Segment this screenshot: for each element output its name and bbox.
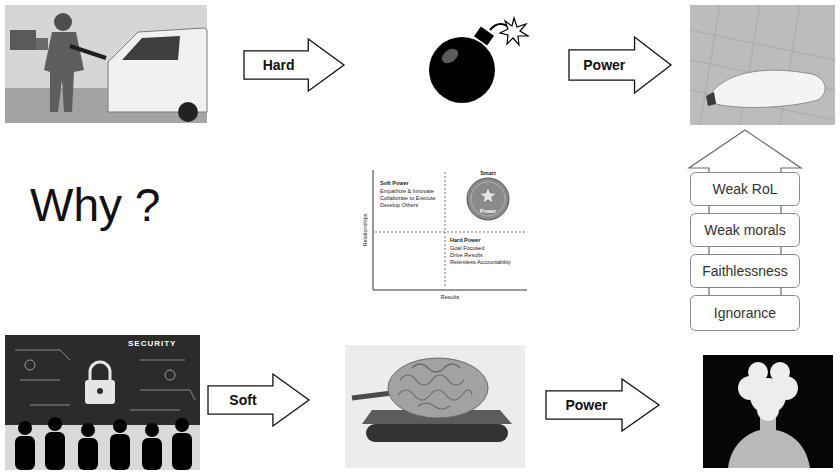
circuit-lines bbox=[15, 350, 195, 410]
bomb-spark bbox=[500, 18, 528, 45]
rounded-box bbox=[691, 255, 800, 288]
cyber-security-image bbox=[5, 335, 200, 470]
checkpoint-photo bbox=[5, 5, 207, 123]
padlock-hole bbox=[97, 388, 103, 394]
exploding-head-image bbox=[703, 355, 833, 468]
car-window bbox=[122, 36, 180, 60]
node-text: Weak morals bbox=[704, 222, 785, 238]
soldier-helmet bbox=[54, 13, 72, 31]
circuit-icon bbox=[25, 360, 35, 370]
node-outline bbox=[462, 170, 514, 228]
node-text: Power bbox=[462, 208, 514, 215]
image-caption-text: SECURITY bbox=[128, 339, 176, 349]
bomb-shine bbox=[439, 46, 461, 66]
pavement-lines bbox=[690, 5, 835, 125]
y-axis bbox=[373, 170, 374, 290]
quadrant-chart bbox=[373, 170, 527, 290]
axis-label: Results bbox=[441, 294, 459, 301]
node-body: Hard bbox=[243, 38, 314, 92]
truck-cab bbox=[36, 38, 48, 50]
shoulders bbox=[728, 418, 810, 468]
victim-photo bbox=[690, 5, 835, 125]
node-text: Hard bbox=[263, 57, 295, 73]
pavement bbox=[690, 5, 835, 125]
padlock-body bbox=[85, 380, 115, 404]
axis-label: Relationships bbox=[362, 213, 369, 246]
car-wheel bbox=[178, 102, 198, 122]
soldier-body bbox=[44, 32, 84, 112]
node-outline bbox=[207, 373, 310, 427]
brain bbox=[388, 358, 488, 418]
node-body: Ignorance bbox=[690, 295, 800, 331]
rounded-box bbox=[691, 296, 800, 331]
arrow-box: Hard bbox=[243, 38, 345, 92]
truck bbox=[10, 30, 36, 50]
node-text: Ignorance bbox=[714, 305, 776, 321]
power-badge: SmartPower bbox=[462, 170, 514, 228]
brain-tank-image bbox=[345, 345, 525, 468]
quadrant-item: Collaborate to Execute bbox=[380, 195, 436, 202]
node-body: Soft bbox=[207, 373, 279, 427]
node-text: Power bbox=[565, 397, 607, 413]
quadrant-divider bbox=[445, 172, 446, 288]
node-text: Faithlessness bbox=[702, 263, 788, 279]
image-ground bbox=[5, 335, 200, 470]
sheet bbox=[712, 70, 825, 107]
arrow-box: Soft bbox=[207, 373, 310, 427]
silhouettes bbox=[15, 417, 192, 470]
car bbox=[108, 28, 207, 112]
block-arrow bbox=[546, 379, 659, 431]
arrow-box: Power bbox=[545, 378, 660, 432]
quadrant-item: Empathize & Innovate bbox=[380, 188, 434, 195]
explosion-cloud bbox=[738, 362, 798, 421]
tank-track bbox=[366, 424, 508, 442]
quadrant-heading: Soft Power bbox=[380, 180, 409, 187]
quadrant-item: Relentless Accountability bbox=[450, 259, 511, 266]
rifle bbox=[70, 46, 106, 58]
brain-folds bbox=[398, 364, 472, 409]
quadrant-item: Develop Others bbox=[380, 202, 418, 209]
arrow-box: Power bbox=[568, 36, 672, 94]
block-arrow bbox=[569, 37, 671, 93]
x-axis bbox=[373, 290, 527, 291]
node-text: Smart bbox=[462, 170, 514, 177]
circuit-icon bbox=[165, 370, 175, 380]
node-body: Weak RoL bbox=[690, 172, 800, 206]
stack-box: Weak RoL bbox=[690, 172, 800, 206]
node-body: Power bbox=[545, 378, 628, 432]
bomb-ball bbox=[429, 37, 495, 103]
stack-box: Weak morals bbox=[690, 213, 800, 247]
image-floor bbox=[5, 425, 200, 470]
padlock-shackle bbox=[90, 362, 110, 380]
block-arrow bbox=[244, 39, 344, 91]
node-text: Soft bbox=[229, 392, 256, 408]
node-text: Weak RoL bbox=[712, 181, 777, 197]
question-heading: Why ? bbox=[30, 178, 160, 233]
rounded-box bbox=[691, 214, 800, 247]
badge-star bbox=[479, 187, 496, 203]
node-body: Power bbox=[568, 36, 641, 94]
photo-ground bbox=[5, 5, 207, 123]
stack-box: Ignorance bbox=[690, 295, 800, 331]
image-ground bbox=[345, 345, 525, 468]
quadrant-divider bbox=[375, 232, 525, 233]
image-ground bbox=[703, 355, 833, 468]
block-arrow bbox=[208, 374, 309, 426]
stack-box: Faithlessness bbox=[690, 254, 800, 288]
feet bbox=[706, 92, 716, 106]
node-text: Power bbox=[583, 57, 625, 73]
rounded-box bbox=[691, 173, 800, 206]
quadrant-heading: Hard Power bbox=[450, 237, 481, 244]
bomb-icon bbox=[429, 18, 528, 103]
node-body: SmartPower bbox=[462, 170, 514, 228]
node-body: Weak morals bbox=[690, 213, 800, 247]
node-body: Faithlessness bbox=[690, 254, 800, 288]
quadrant-item: Drive Results bbox=[450, 252, 483, 259]
quadrant-item: Goal Focused bbox=[450, 245, 484, 252]
